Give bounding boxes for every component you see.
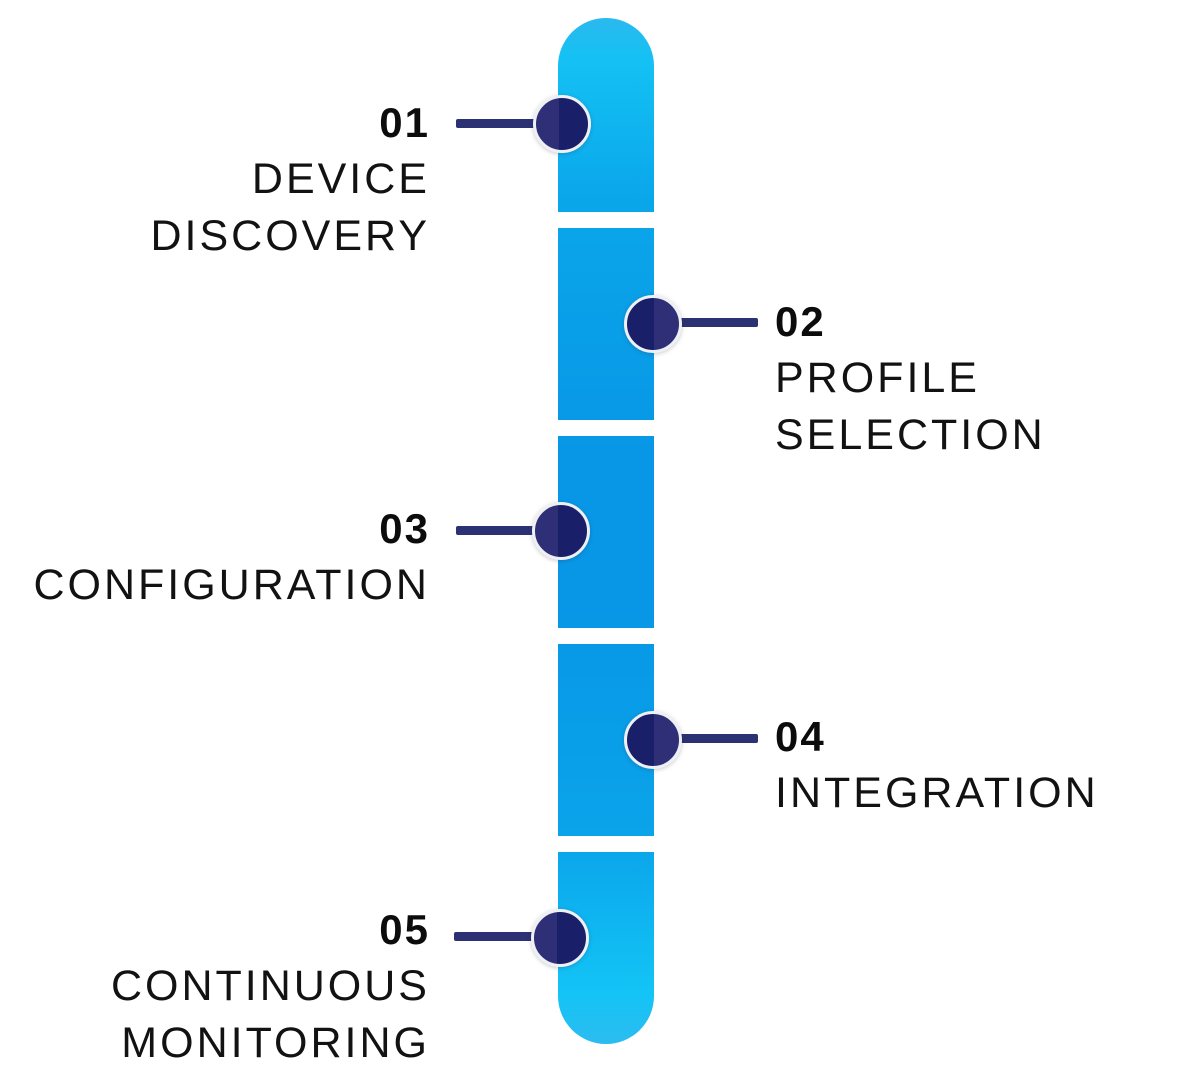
bar-segment-gap: [556, 420, 656, 436]
step-04-integration: 04 INTEGRATION: [775, 708, 1099, 822]
step-label-line: DISCOVERY: [150, 212, 430, 260]
step-marker-dot: [532, 502, 590, 560]
step-marker-dot: [531, 909, 589, 967]
step-label-line: CONFIGURATION: [33, 561, 430, 609]
step-marker-dot: [624, 711, 682, 769]
step-label-line: MONITORING: [121, 1019, 430, 1067]
bar-segment-gap: [556, 836, 656, 852]
step-number: 03: [379, 505, 430, 552]
step-03-configuration: 03 CONFIGURATION: [33, 500, 430, 614]
step-label-line: SELECTION: [775, 411, 1046, 459]
step-number: 01: [379, 99, 430, 146]
step-connector-line: [454, 932, 534, 941]
step-marker-dot: [624, 295, 682, 353]
step-connector-line: [678, 318, 758, 327]
step-02-profile-selection: 02 PROFILE SELECTION: [775, 293, 1046, 464]
bar-segment-gap: [556, 212, 656, 228]
step-connector-line: [456, 526, 536, 535]
step-label-line: CONTINUOUS: [110, 962, 430, 1010]
step-connector-line: [678, 734, 758, 743]
step-number: 02: [775, 298, 826, 345]
step-number: 05: [379, 906, 430, 953]
bar-segment-gap: [556, 628, 656, 644]
step-01-device-discovery: 01 DEVICE DISCOVERY: [151, 94, 431, 265]
step-number: 04: [775, 713, 826, 760]
step-label-line: PROFILE: [775, 354, 980, 402]
step-05-continuous-monitoring: 05 CONTINUOUS MONITORING: [111, 901, 430, 1072]
step-connector-line: [456, 119, 536, 128]
step-label-line: DEVICE: [251, 155, 430, 203]
step-label-line: INTEGRATION: [775, 769, 1099, 817]
step-marker-dot: [533, 95, 591, 153]
